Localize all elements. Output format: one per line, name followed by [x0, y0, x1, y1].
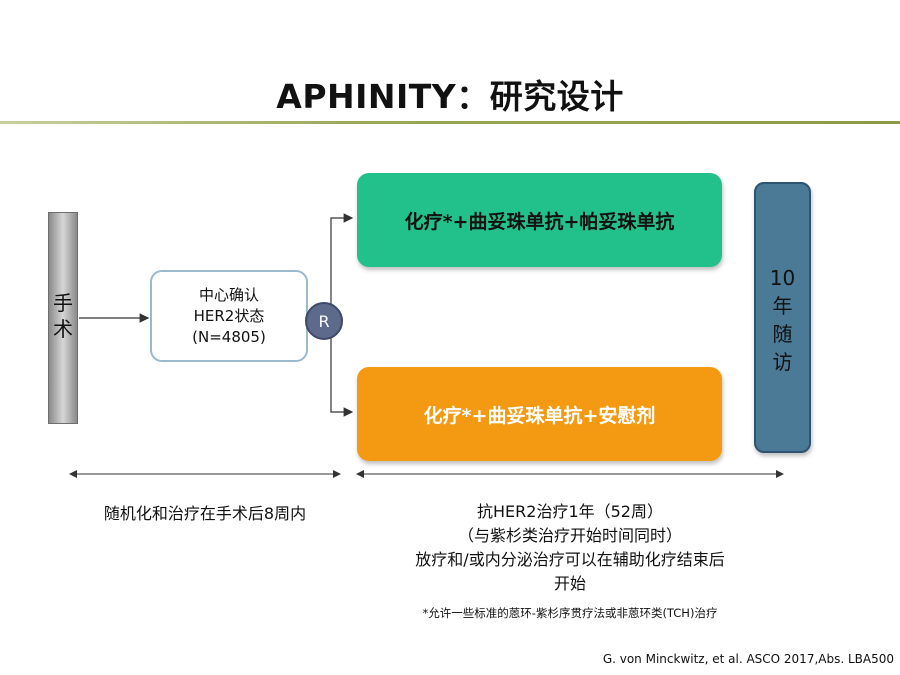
arm-pertuzumab-box: 化疗*+曲妥珠单抗+帕妥珠单抗 [357, 173, 722, 267]
arm-pertuzumab-label: 化疗*+曲妥珠单抗+帕妥珠单抗 [404, 210, 675, 233]
central-confirmation-box: 中心确认 HER2状态 (N=4805) [150, 270, 308, 362]
follow-up-label: 10 年 随 访 [754, 264, 811, 376]
surgery-bar [48, 212, 78, 424]
citation: G. von Minckwitz, et al. ASCO 2017,Abs. … [602, 652, 894, 666]
surgery-label-line1: 手 [53, 291, 73, 315]
caption-right-line2: （与紫杉类治疗开始时间同时） [457, 526, 682, 545]
follow-up-line1: 10 [769, 266, 796, 290]
title-divider [0, 121, 900, 124]
footnote: *允许一些标准的蒽环-紫杉序贯疗法或非蒽环类(TCH)治疗 [422, 606, 718, 620]
caption-treatment-details: 抗HER2治疗1年（52周） （与紫杉类治疗开始时间同时） 放疗和/或内分泌治疗… [345, 500, 795, 596]
follow-up-line2: 年 [772, 294, 793, 318]
follow-up-line3: 随 [772, 322, 793, 346]
slide-title: APHINITY：研究设计 [276, 77, 624, 116]
caption-right-line3: 放疗和/或内分泌治疗可以在辅助化疗结束后 [415, 550, 725, 569]
center-box-line3: (N=4805) [192, 327, 266, 346]
surgery-label: 手 术 [48, 290, 78, 342]
arm-placebo-label: 化疗*+曲妥珠单抗+安慰剂 [423, 404, 656, 427]
branch-to-orange-arm [330, 320, 354, 417]
caption-right-line4: 开始 [553, 574, 586, 593]
caption-randomization-timing: 随机化和治疗在手术后8周内 [103, 504, 307, 523]
caption-right-line1: 抗HER2治疗1年（52周） [477, 502, 663, 521]
follow-up-bar [754, 182, 811, 453]
randomization-node: R [305, 302, 343, 340]
center-box-line2: HER2状态 [193, 306, 265, 325]
follow-up-line4: 访 [772, 350, 793, 374]
surgery-label-line2: 术 [53, 317, 73, 341]
center-box-line1: 中心确认 [198, 285, 259, 304]
arm-placebo-box: 化疗*+曲妥珠单抗+安慰剂 [357, 367, 722, 461]
